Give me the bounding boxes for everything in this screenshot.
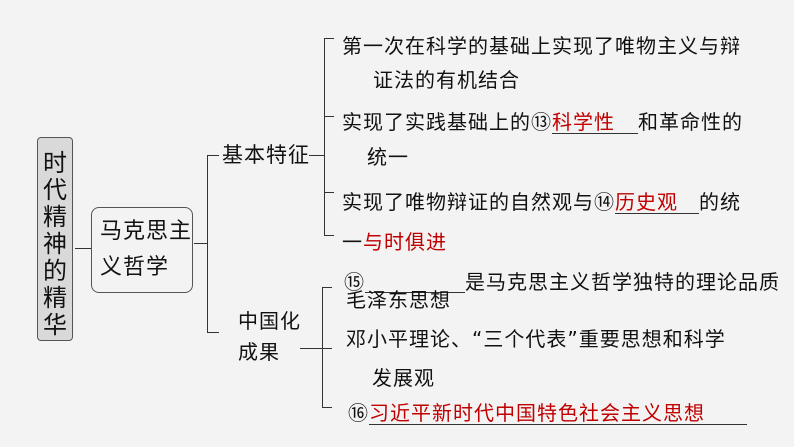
connector [309,155,324,156]
topic-node: 马克思主义哲学 [91,207,193,293]
connector [324,192,334,193]
blank-number: ⑭ [594,190,615,214]
answer-blank [365,270,465,293]
blank-number: ⑬ [531,110,552,134]
connector [207,155,208,333]
feature-3-line2-prefix: 一 [342,230,363,254]
feature-2-prefix: 实现了实践基础上的 [342,110,531,134]
china-label-line2: 成果 [238,340,280,364]
achievement-2-line2: 发展观 [372,366,435,390]
connector [324,38,334,39]
answer-blank: 历史观 [615,191,699,214]
feature-3-line2: 一与时俱进 [342,230,447,254]
feature-3-suffix: 的统 [699,190,741,214]
connector [75,248,91,249]
connector [322,287,332,288]
achievement-3: ⑯习近平新时代中国特色社会主义思想 [348,401,747,425]
achievement-1: 毛泽东思想 [346,288,451,312]
feature-3: 实现了唯物辩证的自然观与⑭历史观的统 [342,190,741,214]
connector [324,116,334,117]
blank-number: ⑮ [344,270,365,294]
connector [324,235,334,236]
connector [322,407,332,408]
blank-number: ⑯ [348,401,369,425]
feature-2-line2: 统一 [367,145,409,169]
answer-blank: 习近平新时代中国特色社会主义思想 [369,402,747,425]
feature-2: 实现了实践基础上的⑬科学性和革命性的 [342,110,743,134]
connector [207,155,219,156]
quality-item: ⑮ 是马克思主义哲学独特的理论品质 [344,270,780,294]
feature-2-suffix: 和革命性的 [638,110,743,134]
basic-features-label: 基本特征 [222,143,310,167]
feature-1-line2: 证法的有机结合 [373,68,520,92]
root-node: 时代精神的精华 [37,137,73,341]
achievement-2-line1: 邓小平理论、“三个代表”重要思想和科学 [346,327,726,351]
feature-1-line1: 第一次在科学的基础上实现了唯物主义与辩 [342,34,741,58]
connector [324,38,325,235]
china-label-line1: 中国化 [238,309,301,333]
quality-suffix: 是马克思主义哲学独特的理论品质 [465,270,780,294]
connector [207,332,219,333]
connector [322,287,323,407]
answer-text: 与时俱进 [363,230,447,254]
connector [194,243,207,244]
answer-blank: 科学性 [552,111,638,134]
connector [300,348,332,349]
feature-3-prefix: 实现了唯物辩证的自然观与 [342,190,594,214]
